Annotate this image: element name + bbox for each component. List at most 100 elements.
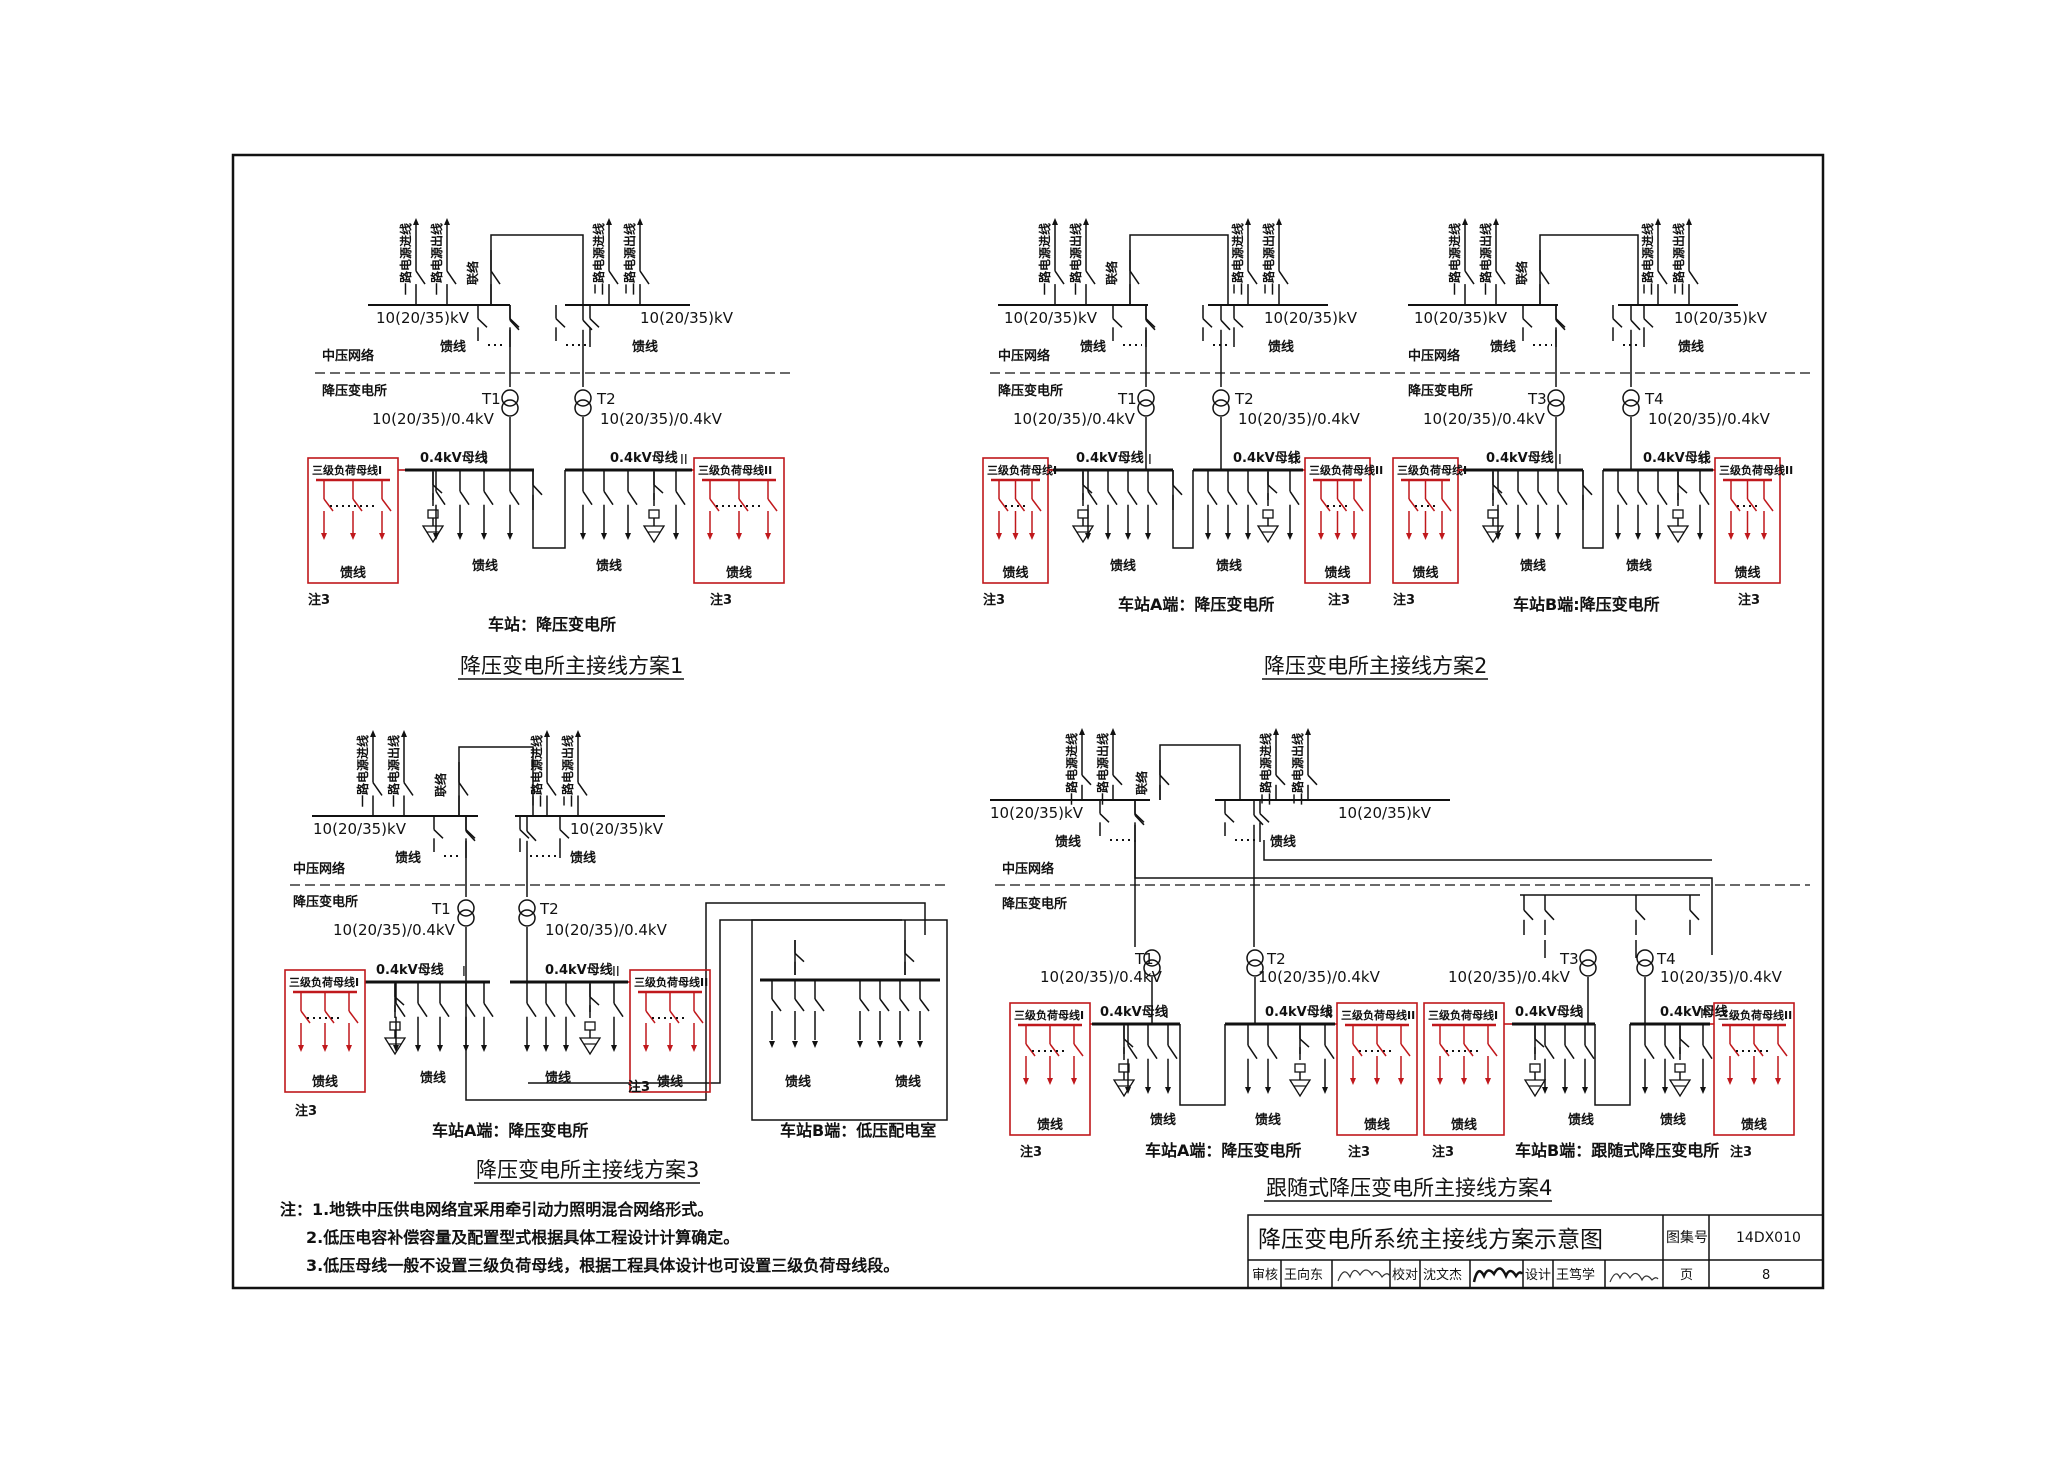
feeder-arrow bbox=[1437, 1078, 1443, 1085]
scheme-3a-caption: 车站A端：降压变电所 bbox=[432, 1121, 588, 1140]
feeder-arrow bbox=[1515, 533, 1521, 540]
feeder-label: 馈线 bbox=[1451, 1117, 1477, 1133]
switch-blade bbox=[1267, 484, 1278, 494]
transformer-ratio: 10(20/35)/0.4kV bbox=[545, 921, 668, 939]
transformer-winding bbox=[1137, 399, 1155, 417]
scheme-4-title: 跟随式降压变电所主接线方案4 bbox=[1266, 1176, 1552, 1200]
switch-blade bbox=[1207, 490, 1218, 506]
line-arrow bbox=[370, 730, 376, 737]
line-label-vertical: 二路电源出线 bbox=[1290, 733, 1305, 805]
switch-blade bbox=[483, 1002, 494, 1018]
switch-blade bbox=[526, 830, 537, 842]
feeder-label: 馈线 bbox=[340, 565, 366, 581]
switch-blade bbox=[1224, 813, 1235, 823]
lv-bus-label: 0.4kV母线 bbox=[1100, 1004, 1168, 1020]
feeder-arrow bbox=[543, 1045, 549, 1052]
feeder-arrow bbox=[1205, 533, 1211, 540]
switch-blade bbox=[1082, 484, 1093, 494]
switch-blade bbox=[1324, 1044, 1335, 1060]
feeder-arrow bbox=[1542, 1087, 1548, 1094]
switch-blade bbox=[1635, 909, 1646, 921]
tertiary-bus-frame bbox=[1009, 1002, 1091, 1136]
capacitor-fuse bbox=[1294, 1063, 1306, 1073]
tertiary-bus-frame bbox=[1304, 457, 1371, 584]
substation-label: 降压变电所 bbox=[293, 894, 358, 910]
feeder-arrow bbox=[792, 1041, 798, 1048]
switch-blade bbox=[509, 490, 520, 506]
switch-blade bbox=[1134, 814, 1145, 826]
feeder-arrow bbox=[1374, 1078, 1380, 1085]
mv-voltage-label: 10(20/35)kV bbox=[990, 804, 1084, 822]
tertiary-bus-label: 三级负荷母线I bbox=[312, 463, 382, 477]
transformer-winding bbox=[1143, 959, 1161, 977]
mv-network-label: 中压网络 bbox=[1408, 348, 1460, 364]
feeder-arrow bbox=[1697, 533, 1703, 540]
feeder-label: 馈线 bbox=[1568, 1112, 1594, 1128]
lv-bus-label: 0.4kV母线 bbox=[1660, 1004, 1728, 1020]
wire bbox=[1134, 840, 1713, 955]
switch-blade bbox=[1539, 270, 1550, 285]
switch-blade bbox=[1689, 909, 1700, 921]
switch-blade bbox=[1555, 319, 1566, 331]
feeder-arrow bbox=[1350, 1078, 1356, 1085]
capacitor-bank-icon bbox=[1666, 525, 1690, 544]
line-label-vertical: 联络 bbox=[465, 261, 480, 285]
mv-voltage-label: 10(20/35)kV bbox=[570, 820, 664, 838]
line-arrow bbox=[1462, 218, 1468, 225]
switch-blade bbox=[1202, 318, 1213, 328]
page-label: 页 bbox=[1680, 1268, 1693, 1283]
feeder-arrow bbox=[1461, 1078, 1467, 1085]
switch-blade bbox=[324, 1010, 335, 1024]
switch-blade bbox=[1487, 1043, 1498, 1057]
switch-blade bbox=[1557, 490, 1568, 506]
feeder-arrow bbox=[1398, 1078, 1404, 1085]
feeder-arrow bbox=[601, 533, 607, 540]
wire bbox=[1159, 744, 1241, 800]
capacitor-fuse bbox=[1487, 509, 1499, 519]
switch-blade bbox=[589, 318, 600, 328]
feeder-label: 馈线 bbox=[1678, 339, 1704, 355]
feeder-arrow bbox=[481, 533, 487, 540]
switch-blade bbox=[1227, 490, 1238, 506]
scheme-4b-caption: 车站B端：跟随式降压变电所 bbox=[1515, 1141, 1719, 1160]
feeder-label: 馈线 bbox=[1735, 565, 1761, 581]
mv-voltage-label: 10(20/35)kV bbox=[376, 309, 470, 327]
switch-blade bbox=[439, 1002, 450, 1018]
lv-bus-label: 0.4kV母线 bbox=[1233, 450, 1301, 466]
line-label-vertical: 一路电源出线 bbox=[1095, 733, 1110, 805]
switch-blade bbox=[372, 782, 383, 796]
designer-signature bbox=[1609, 1272, 1659, 1283]
transformer-id: T3 bbox=[1559, 950, 1579, 968]
switch-blade bbox=[1777, 1043, 1788, 1057]
switch-blade bbox=[879, 998, 890, 1012]
switch-blade bbox=[1408, 498, 1419, 512]
feeder-arrow bbox=[1439, 533, 1445, 540]
feeder-arrow bbox=[437, 1045, 443, 1052]
feeder-label: 馈线 bbox=[1413, 565, 1439, 581]
line-label-vertical: 一路电源出线 bbox=[386, 735, 401, 807]
switch-blade bbox=[1400, 1043, 1411, 1057]
feeder-arrow bbox=[625, 533, 631, 540]
substation-label: 降压变电所 bbox=[1002, 896, 1067, 912]
switch-blade bbox=[1299, 1038, 1310, 1048]
transformer-ratio: 10(20/35)/0.4kV bbox=[333, 921, 456, 939]
feeder-arrow bbox=[379, 533, 385, 540]
wire bbox=[528, 919, 902, 1084]
switch-blade bbox=[1073, 1043, 1084, 1057]
switch-blade bbox=[1145, 319, 1156, 331]
feeder-arrow bbox=[563, 1045, 569, 1052]
lv-bus-label: 0.4kV母线 bbox=[376, 962, 444, 978]
scheme-2b-caption: 车站B端:降压变电所 bbox=[1513, 595, 1660, 614]
transformer-winding bbox=[518, 909, 536, 927]
bus-section-numeral: II bbox=[612, 965, 620, 980]
transformer-winding bbox=[457, 909, 475, 927]
switch-blade bbox=[352, 498, 363, 512]
switch-blade bbox=[381, 498, 392, 512]
transformer-winding bbox=[1212, 399, 1230, 417]
wire bbox=[1263, 840, 1712, 861]
scheme-1-caption: 车站：降压变电所 bbox=[488, 615, 616, 634]
note-1: 注：1.地铁中压供电网络宜采用牵引动力照明混合网络形式。 bbox=[280, 1200, 713, 1219]
switch-blade bbox=[1584, 1044, 1595, 1060]
transformer-id: T2 bbox=[539, 900, 559, 918]
